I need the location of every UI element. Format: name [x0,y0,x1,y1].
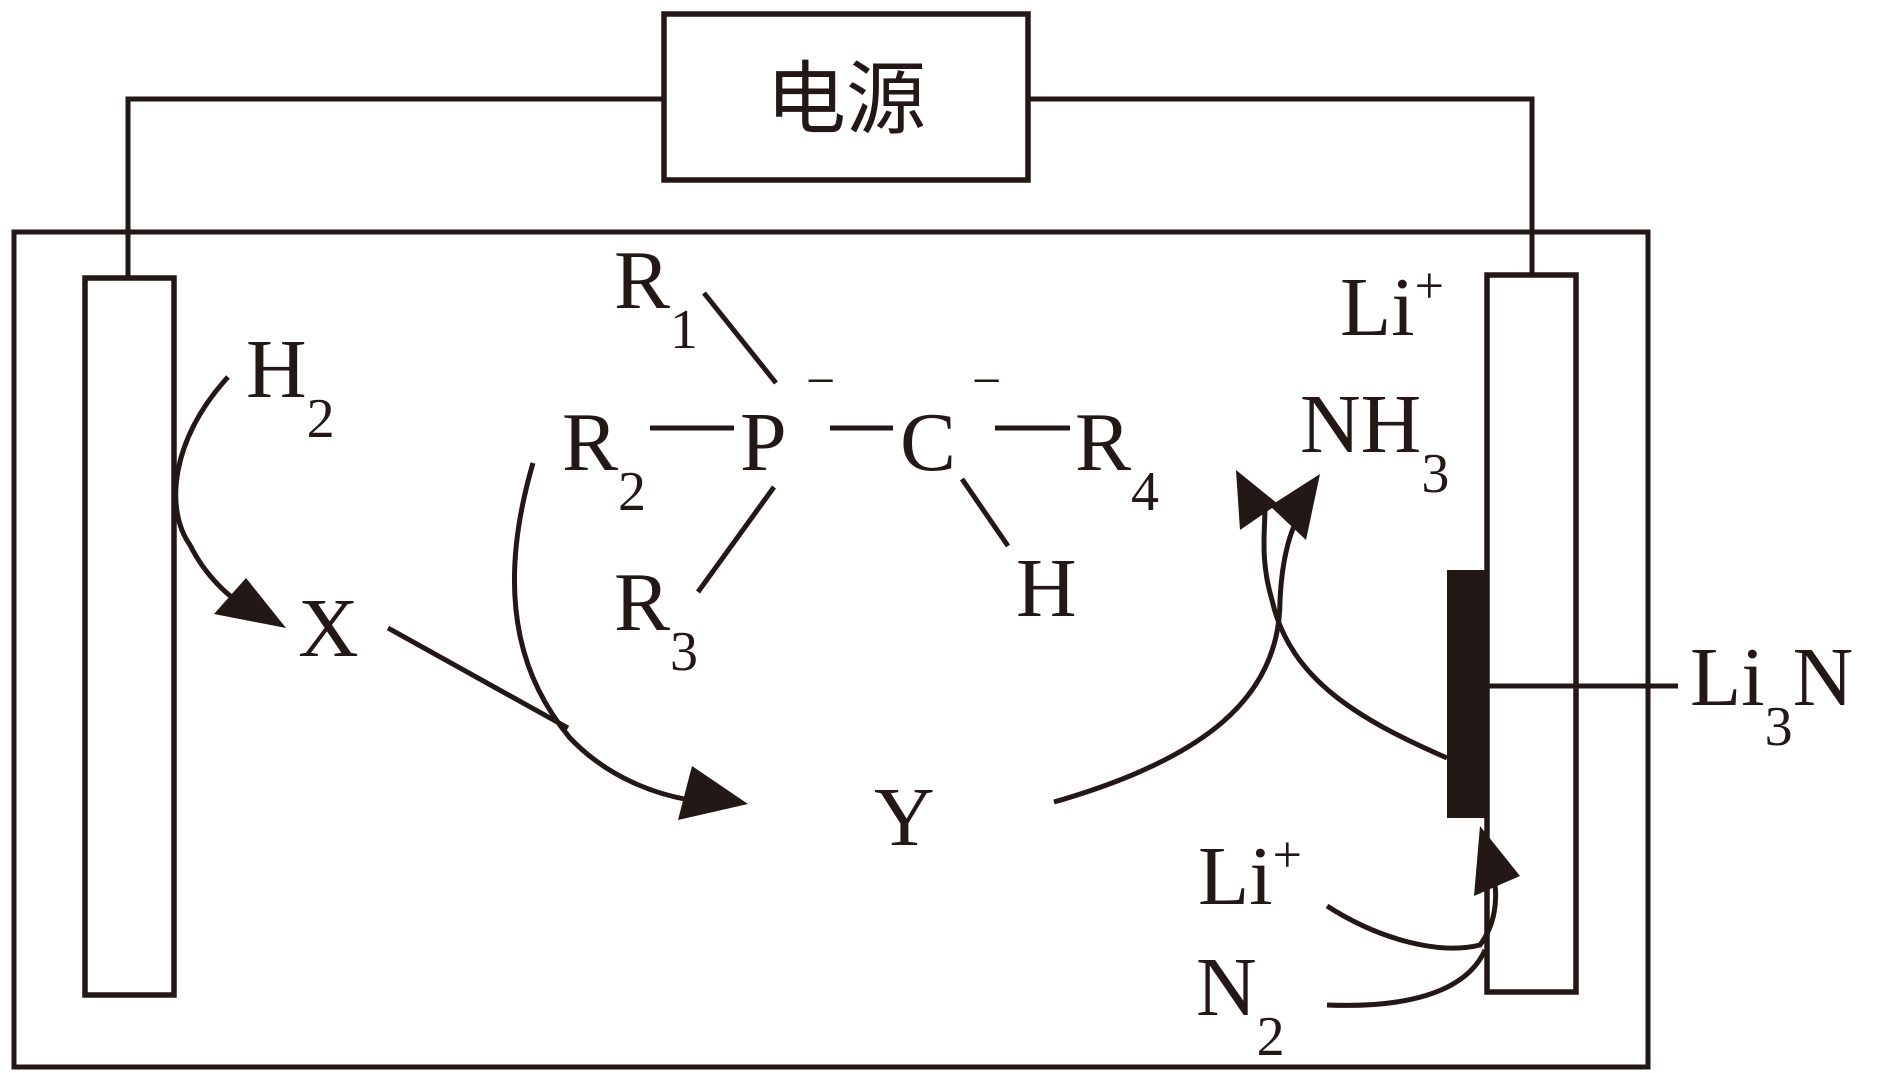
h2-to-x-arrowhead [214,578,286,628]
x-to-y-line [386,625,570,731]
y-to-nh3-arrow [1053,506,1307,805]
power-source-box [661,11,1031,183]
li-ion-top-label: Li+ [1340,258,1444,354]
bond-p-r3 [695,485,777,594]
li3n-layer [1447,570,1487,818]
electrolytic-cell [11,229,1651,1070]
nh3-label: NH3 [1300,378,1449,505]
r1-label: R1 [614,234,698,361]
phosphorus-atom: P [740,396,787,489]
h2-label: H2 [246,323,335,450]
y-to-nh3-arrowhead [1270,474,1320,540]
li3n-to-nh3-arrowhead [1236,470,1278,530]
catalyst-to-y-arrow [512,462,691,803]
r2-label: R2 [562,396,646,523]
li-ion-bottom-label: Li+ [1198,827,1302,923]
n2-to-li3n-arrow [1326,948,1488,1008]
li-ion-to-li3n-arrow [1325,877,1499,951]
y-label: Y [874,771,935,864]
right-wire [1028,96,1535,275]
bond-p-r1 [702,291,778,385]
h2-to-x-arrow [173,375,252,611]
catalyst-to-y-arrowhead [678,766,748,820]
bond-c-h [959,477,1011,548]
phosphorus-charge: − [806,353,835,410]
li3n-to-nh3-arrow [1261,507,1449,761]
n2-label: N2 [1196,941,1285,1068]
power-source-label: 电源 [766,53,926,146]
left-wire [125,96,664,278]
hydrogen-atom: H [1016,542,1077,635]
r4-label: R4 [1075,396,1159,523]
phosphorus-ylide-catalyst: R1 R2 R3 P − C − R4 H [562,234,1159,683]
li3n-label: Li3N [1690,631,1853,758]
power-source: 电源 [661,11,1031,183]
carbon-charge: − [972,353,1001,410]
left-electrode [82,275,177,998]
x-label: X [298,582,359,675]
r3-label: R3 [614,556,698,683]
external-circuit-wires [125,96,1535,278]
carbon-atom: C [900,396,956,489]
li3n-formation-arrowhead [1474,826,1520,896]
